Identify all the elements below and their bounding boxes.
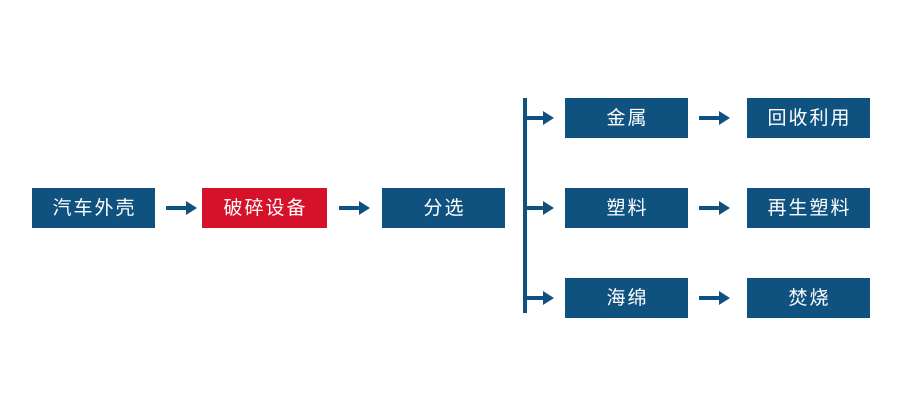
branch-arrow-metal — [525, 108, 555, 128]
arrow-head — [543, 291, 554, 305]
arrow-head — [186, 201, 197, 215]
node-crushing-equipment[interactable]: 破碎设备 — [202, 188, 327, 228]
arrow-head — [719, 111, 730, 125]
arrow-head — [543, 111, 554, 125]
node-recycle-reuse[interactable]: 回收利用 — [747, 98, 870, 138]
arrow-sponge-to-incineration — [699, 288, 730, 308]
arrow-crusher-to-sorting — [339, 198, 370, 218]
branch-arrow-sponge — [525, 288, 555, 308]
arrow-shaft — [699, 296, 721, 300]
node-recycled-plastic[interactable]: 再生塑料 — [747, 188, 870, 228]
arrow-shaft — [166, 206, 188, 210]
arrow-shaft — [699, 206, 721, 210]
arrow-metal-to-recycle — [699, 108, 730, 128]
node-incineration[interactable]: 焚烧 — [747, 278, 870, 318]
node-sponge[interactable]: 海绵 — [565, 278, 688, 318]
branch-arrow-plastic — [525, 198, 555, 218]
arrow-shaft — [339, 206, 361, 210]
branch-bracket-line — [523, 98, 527, 313]
arrow-head — [719, 291, 730, 305]
arrow-head — [543, 201, 554, 215]
arrow-plastic-to-recycled-plastic — [699, 198, 730, 218]
arrow-shell-to-crusher — [166, 198, 197, 218]
node-metal[interactable]: 金属 — [565, 98, 688, 138]
arrow-head — [719, 201, 730, 215]
node-plastic[interactable]: 塑料 — [565, 188, 688, 228]
arrow-shaft — [525, 116, 545, 120]
node-car-shell[interactable]: 汽车外壳 — [32, 188, 155, 228]
arrow-shaft — [525, 206, 545, 210]
arrow-head — [359, 201, 370, 215]
node-sorting[interactable]: 分选 — [382, 188, 505, 228]
arrow-shaft — [699, 116, 721, 120]
arrow-shaft — [525, 296, 545, 300]
